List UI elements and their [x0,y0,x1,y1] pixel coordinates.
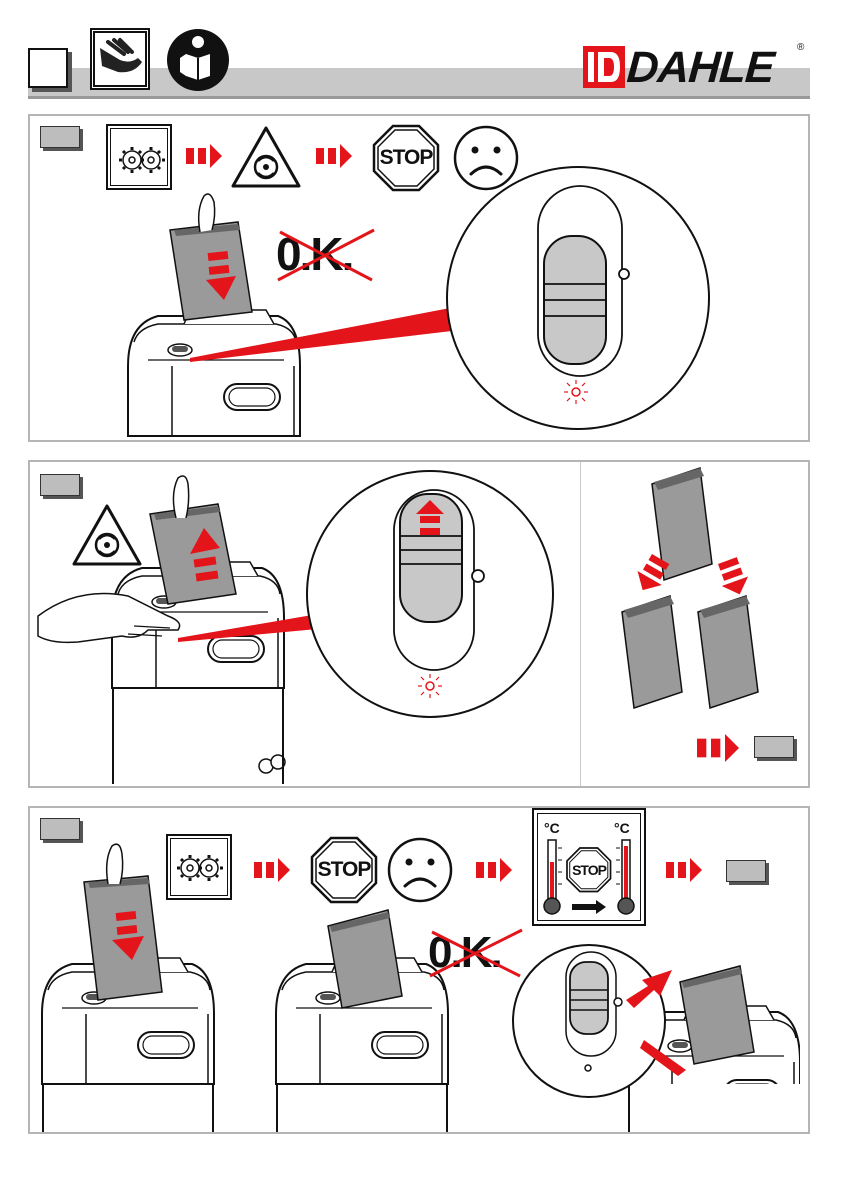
arrow-right-icon [182,144,226,168]
magnified-switch-view [446,166,710,430]
shredder-body-lower [276,1084,448,1132]
panel2-step-tab [40,474,80,496]
registered-mark: ® [797,42,804,53]
panel1-step-tab [40,126,80,148]
callout-beam [190,300,490,420]
sad-face-icon [388,838,452,902]
entanglement-warning-icon [72,504,142,566]
ok-crossed: 0.K. [428,926,524,982]
panel3-next-step-tab [726,860,766,882]
overheat-thermometer-icon: °C °C STOP [532,808,646,926]
stop-text: STOP [374,146,438,170]
thermo-stop-text: STOP [567,862,611,878]
panel2-next-step-tab [754,736,794,758]
paper-stack-feeding [84,842,184,1002]
shredder-body-lower [112,688,284,784]
arrow-right-icon [312,144,356,168]
arrow-right-icon [692,734,744,762]
dahle-logo: DAHLE ® [583,44,809,92]
arrow-right-icon [662,858,706,882]
warning-indicator-arrow [624,964,684,1014]
brand-name: DAHLE [625,44,775,92]
gears-icon [106,124,172,190]
arrow-right-icon [472,858,516,882]
paper-split-icon [622,468,772,698]
section-box [28,48,68,88]
paper-stack-stuck [328,910,408,1010]
stop-text: STOP [312,858,376,882]
panel3-step-tab [40,818,80,840]
callout-beam [640,1040,700,1080]
shredder-body-lower [42,1084,214,1132]
protective-glove-icon [90,28,150,90]
magnified-reverse-view [306,470,554,718]
entanglement-warning-icon [231,126,301,188]
stop-sign-icon: STOP [312,838,376,902]
hand-pressing-switch [38,576,198,656]
ok-crossed: 0.K. [276,226,376,286]
read-manual-icon [166,28,230,92]
panel2-divider [580,462,581,786]
stop-sign-icon: STOP [374,126,438,190]
arrow-right-icon [250,858,294,882]
